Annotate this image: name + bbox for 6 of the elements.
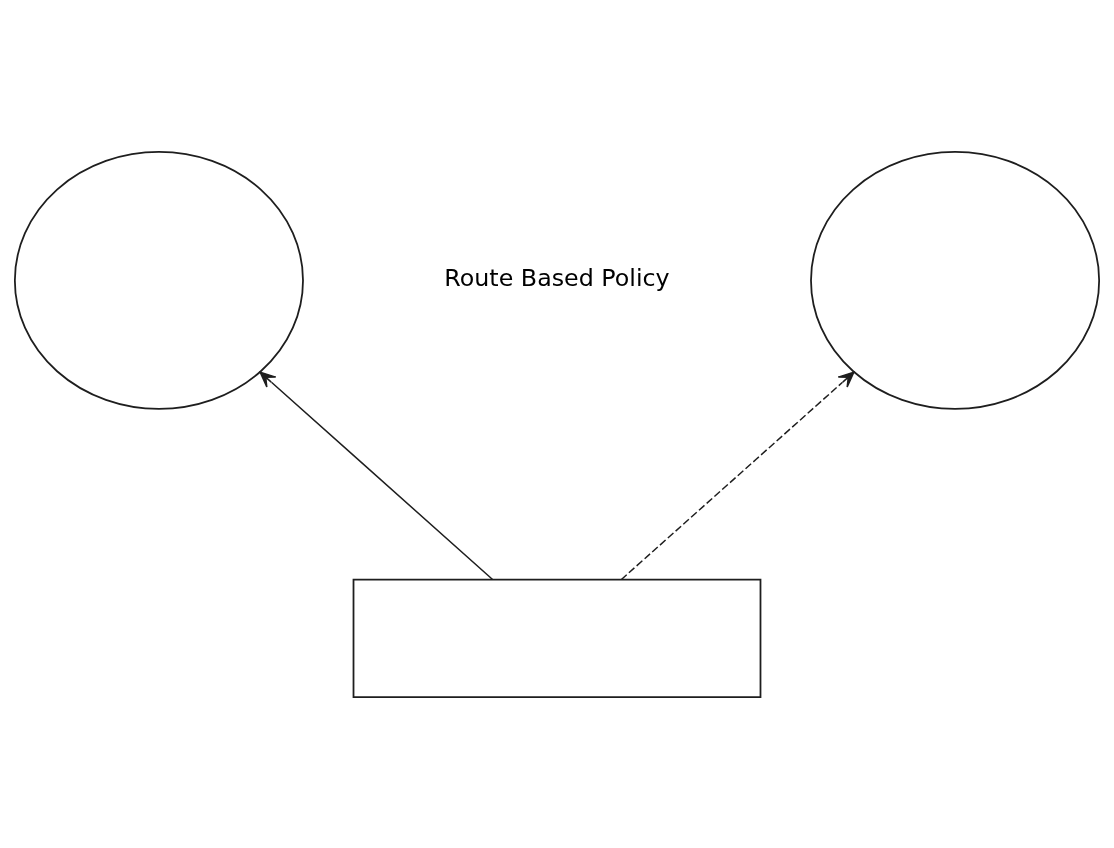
node-circle <box>810 150 1101 410</box>
node-box <box>352 578 762 698</box>
arrow <box>620 370 855 580</box>
arrow <box>259 370 494 580</box>
node-circle <box>13 150 304 410</box>
label: Route Based Policy <box>444 263 670 292</box>
